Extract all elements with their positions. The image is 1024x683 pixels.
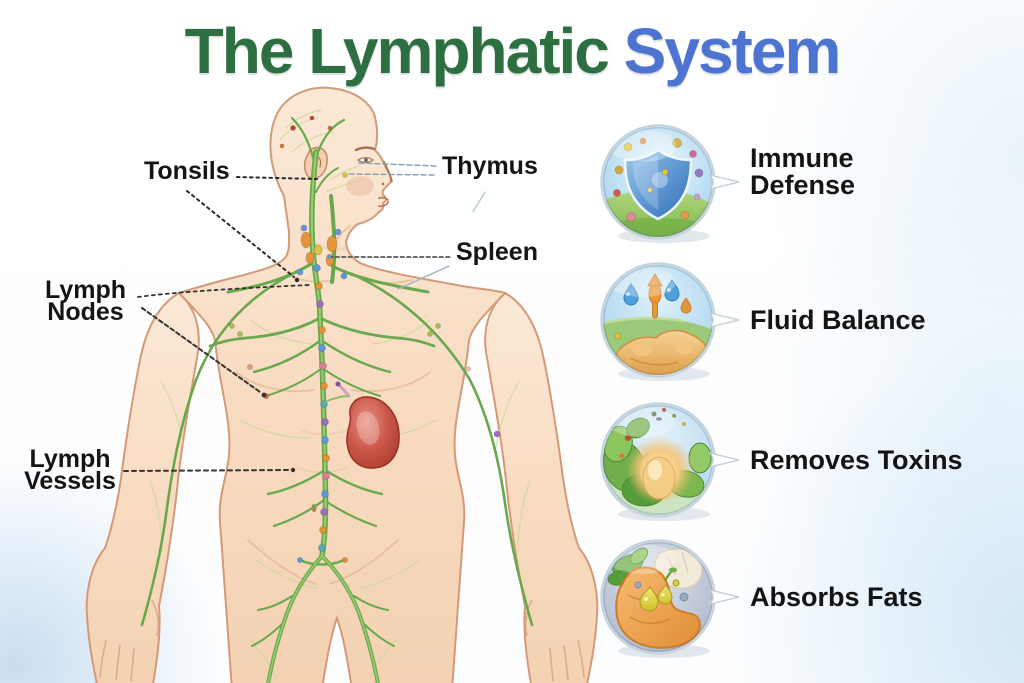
- removes-toxins-icon: [600, 402, 740, 521]
- lymph-nodes-leader-line: [137, 284, 311, 398]
- right-nipple: [465, 366, 471, 372]
- fat-droplets: [639, 579, 680, 612]
- label-spleen: Spleen: [456, 238, 538, 266]
- left-nipple: [247, 364, 253, 370]
- water-drops: [623, 279, 692, 314]
- arms: [85, 291, 599, 683]
- fine-lymph-web: [149, 109, 531, 679]
- speech-tail: [708, 311, 740, 329]
- speech-tail: [708, 451, 740, 469]
- function-label-removes-toxins: Removes Toxins: [750, 444, 963, 475]
- speech-tail: [708, 173, 740, 191]
- speech-tail: [708, 588, 740, 606]
- label-lymph-vessels: Lymph Vessels: [24, 445, 116, 495]
- function-item-immune-defense: Immune Defense: [598, 120, 855, 244]
- torso-and-head: [177, 86, 507, 683]
- title-blue-text: System: [623, 15, 842, 87]
- label-lymph-nodes: Lymph Nodes: [44, 276, 127, 326]
- cheek-blush: [346, 176, 374, 196]
- lymph-vessels-leader-line: [123, 467, 296, 473]
- spleen-leader-line: [327, 255, 451, 290]
- tonsils-leader-line: [186, 176, 318, 283]
- function-label-fluid-balance: Fluid Balance: [750, 304, 926, 335]
- label-thymus: Thymus: [442, 152, 538, 180]
- hand-finger-lines: [99, 599, 585, 682]
- lymph-node-chain: [229, 115, 501, 564]
- thymus-leader-line: [348, 162, 486, 213]
- immune-defense-icon: [600, 124, 740, 243]
- fluid-balance-icon: [600, 262, 740, 381]
- function-item-fluid-balance: Fluid Balance: [598, 258, 926, 382]
- function-label-absorbs-fats: Absorbs Fats: [750, 581, 923, 612]
- function-label-immune-defense: Immune Defense: [750, 143, 856, 200]
- title-green-text: The Lymphatic: [184, 15, 610, 87]
- absorbs-fats-icon: [600, 539, 740, 658]
- spleen-organ: [324, 381, 400, 469]
- function-item-absorbs-fats: Absorbs Fats: [598, 535, 923, 659]
- function-item-removes-toxins: Removes Toxins: [598, 398, 963, 522]
- label-tonsils: Tonsils: [144, 157, 230, 185]
- up-arrow: [647, 273, 663, 319]
- page-title: The Lymphatic System: [0, 14, 1024, 88]
- toxin-specks: [619, 408, 686, 459]
